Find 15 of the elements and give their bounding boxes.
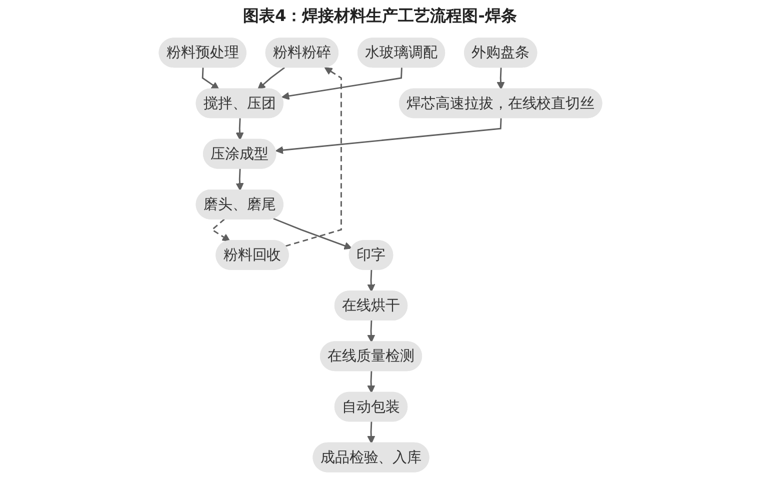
arrow [366, 270, 375, 292]
diagram-title: 图表4：焊接材料生产工艺流程图-焊条 [242, 6, 518, 27]
arrow [366, 320, 375, 343]
arrow [272, 218, 352, 250]
arrow [257, 67, 284, 90]
arrow [210, 218, 230, 242]
arrow [235, 168, 244, 191]
arrow [496, 68, 504, 90]
arrow [274, 118, 502, 154]
arrow [366, 371, 375, 394]
arrow [201, 68, 219, 90]
arrow [235, 118, 244, 140]
arrow [366, 422, 375, 444]
arrow [281, 68, 402, 100]
arrow [284, 67, 342, 247]
